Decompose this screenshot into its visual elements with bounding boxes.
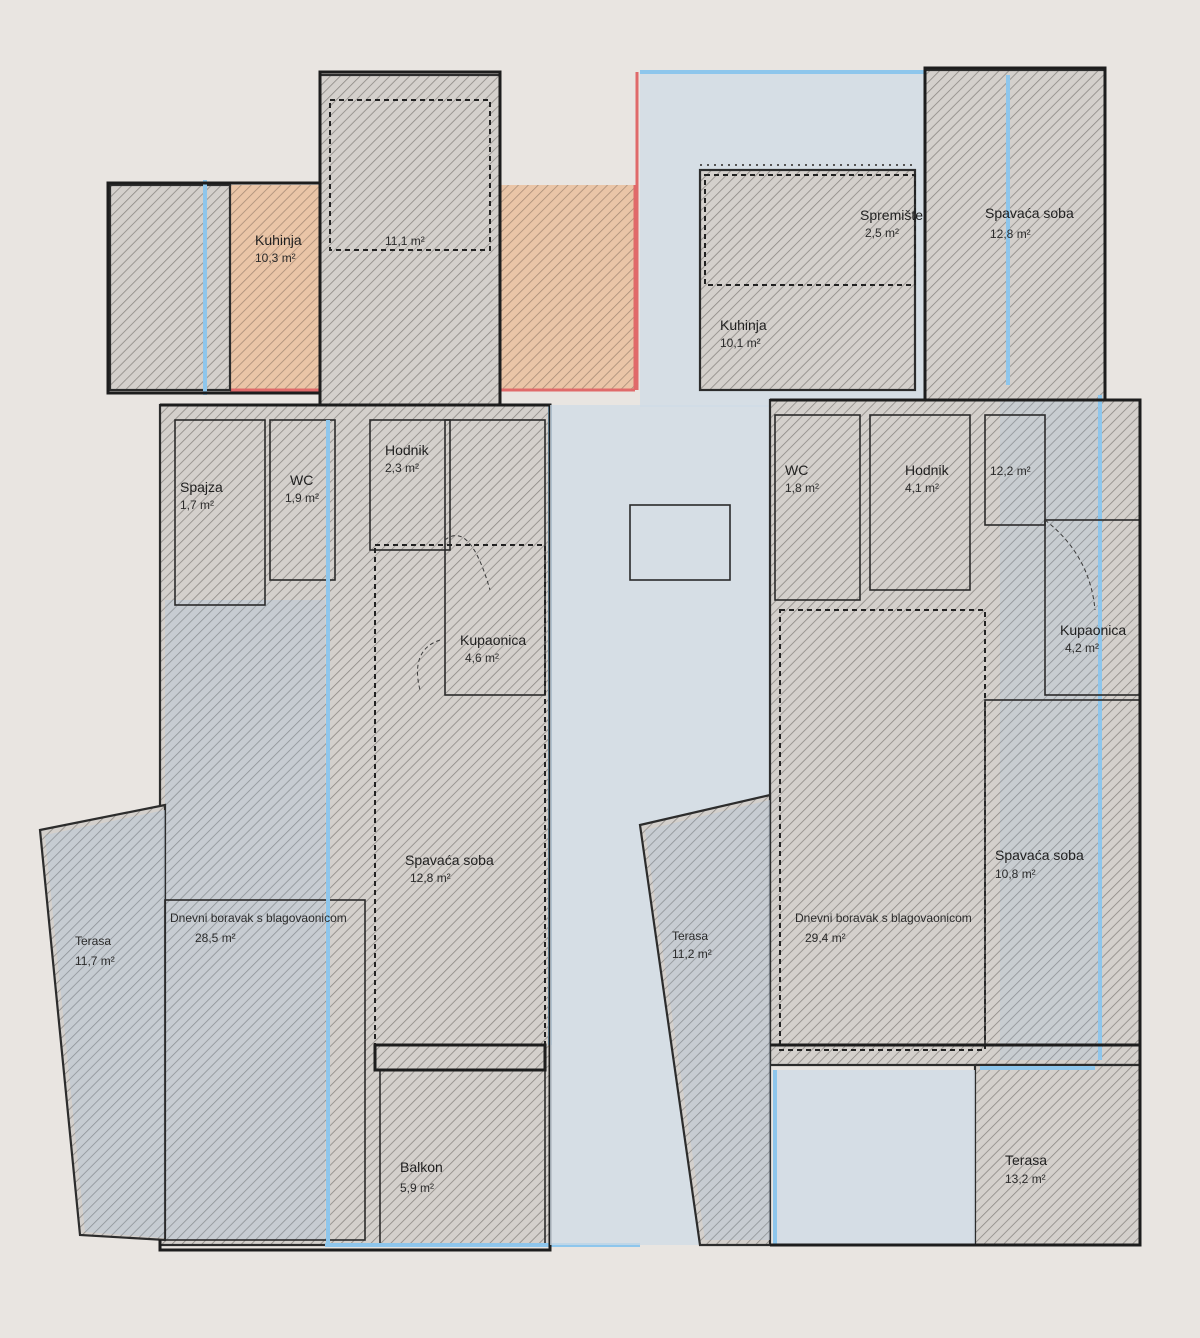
right-outer-wall xyxy=(770,398,1142,1247)
left-balkon-wall xyxy=(373,1043,547,1072)
label-left-living-area: 28,5 m² xyxy=(195,931,236,945)
label-left-balkon-area: 5,9 m² xyxy=(400,1181,434,1195)
label-left-hodnik-name: Hodnik xyxy=(385,442,430,458)
label-right-wc-area: 1,8 m² xyxy=(785,481,819,495)
label-right-hodnik-name: Hodnik xyxy=(905,462,950,478)
left-hodnik xyxy=(369,419,451,551)
label-left-wc-name: WC xyxy=(290,472,313,488)
right-wc xyxy=(774,414,861,601)
label-right-stair-note: 12,2 m² xyxy=(990,464,1031,478)
label-left-bedroom-name: Spavaća soba xyxy=(405,852,494,868)
label-right-wc-name: WC xyxy=(785,462,808,478)
label-left-kuhinja-name: Kuhinja xyxy=(255,232,302,248)
label-right-kuhinja-area: 10,1 m² xyxy=(720,336,761,350)
label-right-bedroom-main-area: 10,8 m² xyxy=(995,867,1036,881)
label-left-bedroom-area: 12,8 m² xyxy=(410,871,451,885)
label-right-terasa-left-area: 11,2 m² xyxy=(672,947,712,961)
label-left-balkon-name: Balkon xyxy=(400,1159,443,1175)
label-right-hodnik-area: 4,1 m² xyxy=(905,481,939,495)
right-bedroom-top xyxy=(923,68,1107,402)
left-living-highlight xyxy=(165,600,325,1240)
left-door-arc-1 xyxy=(444,535,491,591)
left-kitchen-room xyxy=(108,183,232,392)
label-left-spajza-name: Spajza xyxy=(180,479,223,495)
right-labels: Kuhinja 10,1 m² Spremište 2,5 m² Hodnik … xyxy=(672,205,1126,1186)
right-terrace-bottom xyxy=(973,1063,1142,1247)
label-left-hodnik-area: 2,3 m² xyxy=(385,461,419,475)
left-bedroom-dashed xyxy=(374,544,546,1046)
label-left-kupaonica-area: 4,6 m² xyxy=(465,651,499,665)
label-right-terasa-left-name: Terasa xyxy=(672,929,708,943)
left-stair-dashed xyxy=(329,99,491,251)
right-terrace-left-blue xyxy=(645,800,770,1240)
right-bedroom-blue xyxy=(1000,400,1100,1060)
label-left-terasa-name: Terasa xyxy=(75,934,111,948)
label-right-spremiste-area: 2,5 m² xyxy=(865,226,899,240)
right-hodnik xyxy=(869,414,971,591)
label-right-living-area: 29,4 m² xyxy=(805,931,846,945)
label-left-terasa-area: 11,7 m² xyxy=(75,954,115,968)
label-right-kupaonica-name: Kupaonica xyxy=(1060,622,1126,638)
right-apartment xyxy=(638,66,1142,1247)
label-left-spajza-area: 1,7 m² xyxy=(180,498,214,512)
left-apartment xyxy=(38,70,640,1252)
left-outer-wall xyxy=(158,403,552,1252)
left-stair-column xyxy=(318,73,502,407)
label-right-bedroom-main-name: Spavaća soba xyxy=(995,847,1084,863)
right-stair-block xyxy=(698,168,917,392)
label-left-kupaonica-name: Kupaonica xyxy=(460,632,526,648)
left-labels: Kuhinja 10,3 m² Spajza 1,7 m² WC 1,9 m² … xyxy=(75,232,526,1195)
left-spajza xyxy=(174,419,266,606)
label-right-terasa-bottom-name: Terasa xyxy=(1005,1152,1047,1168)
label-right-bedroom-top-area: 12,8 m² xyxy=(990,227,1031,241)
label-right-living-name: Dnevni boravak s blagovaonicom xyxy=(795,911,972,925)
center-box xyxy=(629,504,731,581)
label-left-stair-note: 11,1 m² xyxy=(385,234,425,248)
label-left-kuhinja-area: 10,3 m² xyxy=(255,251,296,265)
left-living-room xyxy=(164,899,366,1241)
right-bottom-blue xyxy=(775,1070,975,1245)
right-door-arc-1 xyxy=(1044,519,1096,611)
label-right-kuhinja-name: Kuhinja xyxy=(720,317,767,333)
left-wc xyxy=(269,419,336,581)
label-right-bedroom-top-name: Spavaća soba xyxy=(985,205,1074,221)
label-right-kupaonica-area: 4,2 m² xyxy=(1065,641,1099,655)
label-right-terasa-bottom-area: 13,2 m² xyxy=(1005,1172,1046,1186)
left-terrace-blue xyxy=(45,810,165,1238)
right-bedroom-small xyxy=(984,414,1046,526)
label-right-spremiste-name: Spremište xyxy=(860,207,923,223)
right-stair-dashed xyxy=(704,174,916,286)
label-left-wc-area: 1,9 m² xyxy=(285,491,319,505)
label-left-living-name: Dnevni boravak s blagovaonicom xyxy=(170,911,347,925)
